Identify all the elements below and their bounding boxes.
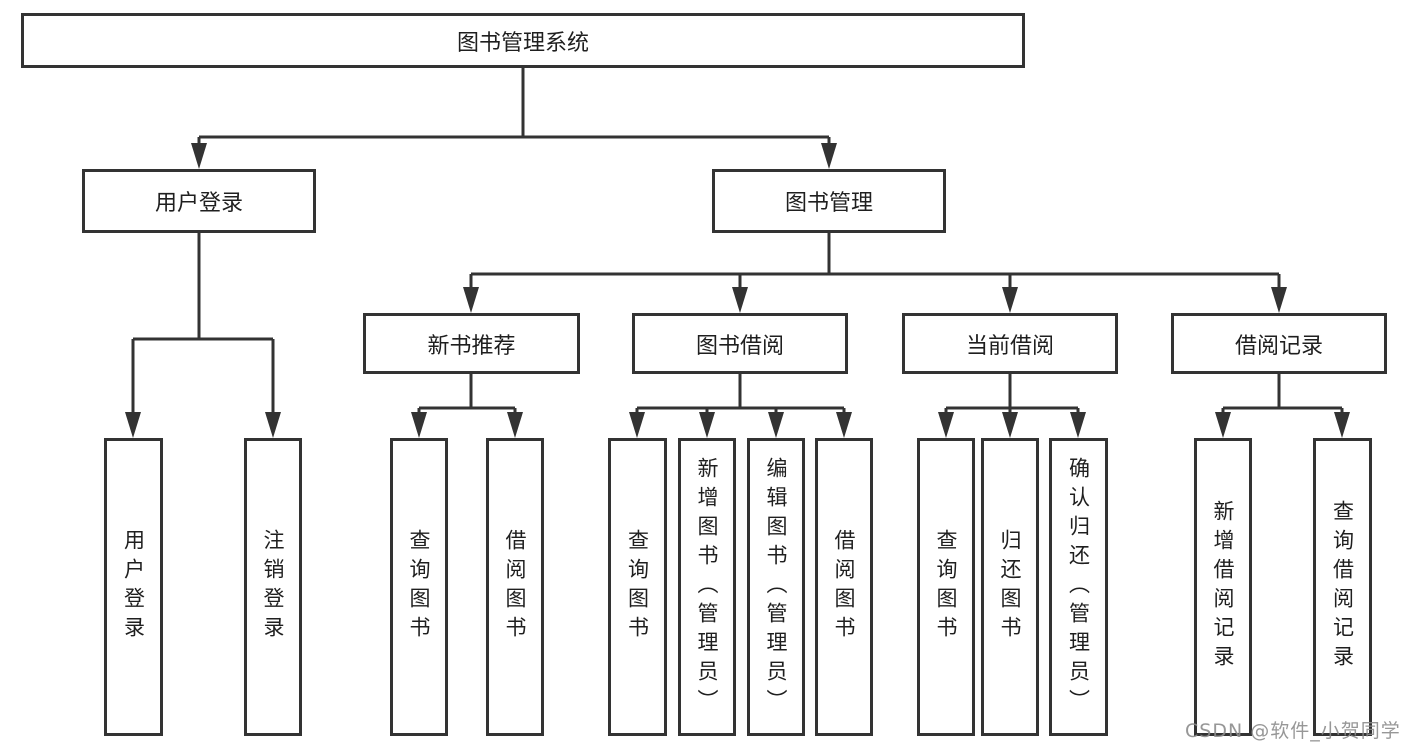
leaf-borrow-edit-books: 编辑图书（管理员）: [747, 438, 805, 736]
node-user-login: 用户登录: [82, 169, 316, 233]
leaf-records-query-record: 查询借阅记录: [1313, 438, 1372, 736]
node-label: 查询借阅记录: [1330, 500, 1355, 674]
node-library-management-system: 图书管理系统: [21, 13, 1025, 68]
node-label: 查询图书: [934, 529, 958, 645]
node-label: 新增借阅记录: [1211, 500, 1235, 674]
node-label: 归还图书: [998, 529, 1022, 645]
node-label: 借阅记录: [1234, 333, 1323, 359]
node-label: 图书借阅: [695, 333, 784, 359]
leaf-current-query-books: 查询图书: [917, 438, 975, 736]
node-label: 新增图书（管理员）: [695, 456, 719, 718]
csdn-watermark: CSDN @软件_小贺同学: [1185, 720, 1401, 742]
node-label: 图书管理: [784, 191, 873, 216]
node-label: 借阅图书: [832, 529, 856, 645]
leaf-records-add-record: 新增借阅记录: [1194, 438, 1252, 736]
node-new-book-recommend: 新书推荐: [363, 313, 580, 374]
leaf-recommend-borrow-books: 借阅图书: [486, 438, 544, 736]
node-label: 查询图书: [625, 529, 650, 645]
node-borrow-records: 借阅记录: [1171, 313, 1387, 374]
node-current-borrow: 当前借阅: [902, 313, 1118, 374]
node-label: 用户登录: [121, 529, 146, 645]
node-label: 图书管理系统: [456, 30, 589, 56]
leaf-borrow-borrow-books: 借阅图书: [815, 438, 873, 736]
leaf-borrow-query-books: 查询图书: [608, 438, 667, 736]
node-label: 查询图书: [407, 529, 431, 645]
node-label: 用户登录: [154, 191, 243, 216]
leaf-user-login: 用户登录: [104, 438, 163, 736]
leaf-borrow-add-books: 新增图书（管理员）: [678, 438, 736, 736]
leaf-recommend-query-books: 查询图书: [390, 438, 448, 736]
node-label: 确认归还（管理员）: [1066, 456, 1091, 718]
node-book-borrow: 图书借阅: [632, 313, 848, 374]
node-label: 编辑图书（管理员）: [764, 456, 788, 718]
node-label: 当前借阅: [965, 333, 1054, 359]
node-book-management: 图书管理: [712, 169, 946, 233]
leaf-current-confirm-return: 确认归还（管理员）: [1049, 438, 1108, 736]
node-label: 新书推荐: [427, 333, 516, 359]
node-label: 借阅图书: [503, 529, 527, 645]
node-label: 注销登录: [261, 529, 285, 645]
leaf-current-return-books: 归还图书: [981, 438, 1039, 736]
leaf-logout: 注销登录: [244, 438, 302, 736]
